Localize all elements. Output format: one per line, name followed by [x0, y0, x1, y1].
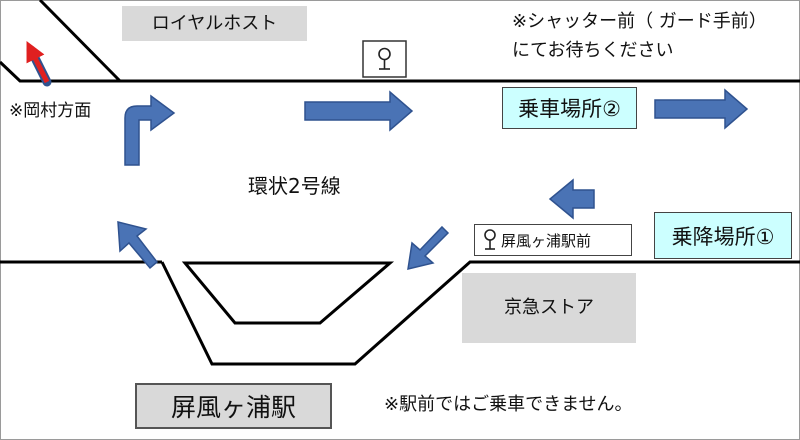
no-boarding-note: ※駅前ではご乗車できません。: [384, 394, 633, 415]
keikyu-store-label: 京急ストア: [504, 297, 594, 318]
arrow-right-2: [654, 88, 749, 130]
bus-stop-sign-label: 屏風ヶ浦駅前: [501, 231, 592, 250]
bus-stop-icon: [484, 229, 496, 250]
keikyu-store-box: 京急ストア: [462, 273, 636, 343]
road-name-label: 環状2号線: [248, 174, 341, 198]
alighting-point-1: 乗降場所①: [654, 212, 792, 259]
wait-note-line2: にてお待ちください: [512, 40, 674, 61]
curved-arrow: [124, 94, 176, 166]
royal-host-box: ロイヤルホスト: [122, 6, 307, 41]
wait-note-line1: ※シャッター前（ ガード手前）: [512, 11, 767, 32]
okamura-arrow: [26, 41, 52, 87]
road-top-edge: [0, 60, 800, 83]
station-label: 屏風ヶ浦駅: [170, 393, 296, 422]
arrow-down-left: [407, 225, 450, 270]
road-island: [181, 261, 395, 325]
arrow-right-1: [304, 90, 414, 132]
okamura-direction-label: ※岡村方面: [9, 101, 92, 121]
boarding-point-2-label: 乗車場所②: [518, 97, 621, 121]
bus-stop-sign-top: [362, 40, 407, 78]
station-box: 屏風ヶ浦駅: [135, 383, 332, 429]
road-lines: [0, 0, 800, 366]
royal-host-label: ロイヤルホスト: [151, 12, 278, 34]
alighting-point-1-label: 乗降場所①: [671, 224, 775, 249]
boarding-point-2: 乗車場所②: [502, 87, 637, 129]
road-bottom-right-edge: [160, 260, 800, 366]
bus-stop-sign-station: 屏風ヶ浦駅前: [474, 224, 632, 256]
arrow-left: [548, 178, 595, 220]
road-diagonal: [38, 0, 122, 83]
flow-arrows: [117, 88, 749, 270]
arrow-up-left: [117, 221, 159, 270]
